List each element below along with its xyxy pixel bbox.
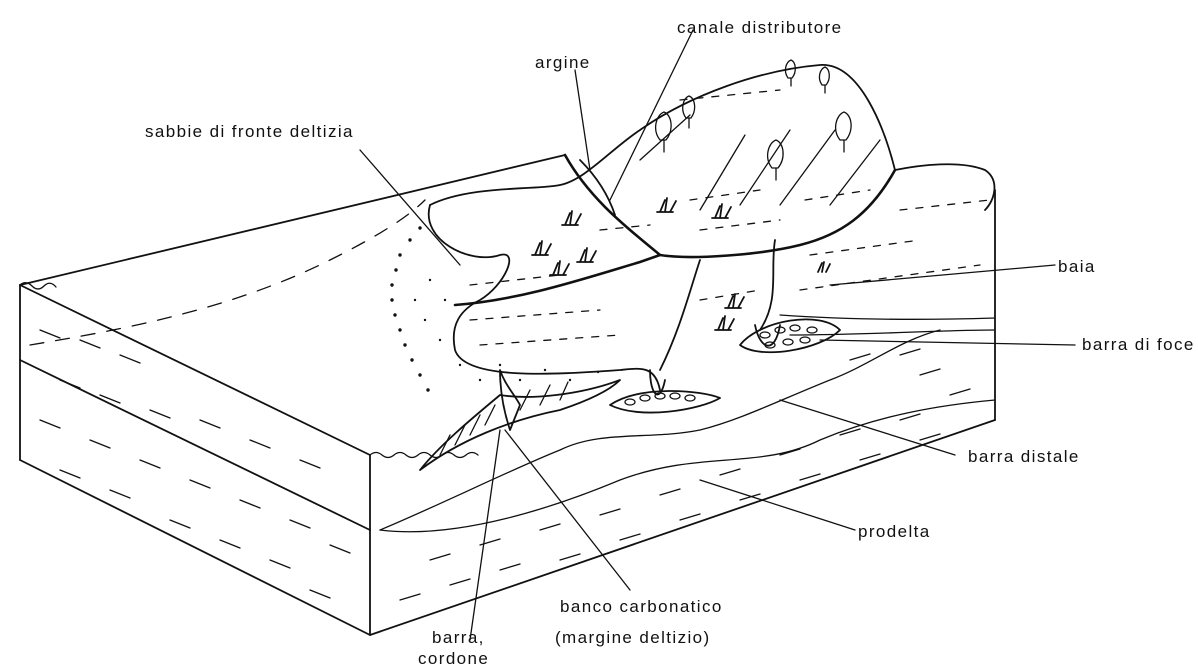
label-canale-distributore: canale distributore (677, 18, 843, 37)
label-barra-distale: barra distale (968, 447, 1080, 466)
block-outline (20, 155, 995, 635)
plain-dash-marks (470, 90, 990, 345)
label-baia: baia (1058, 257, 1096, 276)
labels: canale distributore argine sabbie di fro… (145, 18, 1195, 668)
delta-front-dots (390, 226, 599, 391)
shoreline-dashed (30, 200, 425, 345)
label-sabbie-fronte: sabbie di fronte deltizia (145, 122, 354, 141)
label-margine-deltizio: (margine deltizio) (555, 628, 711, 647)
front-face-layers (380, 315, 995, 532)
label-barra-di-foce: barra di foce (1082, 335, 1195, 354)
label-argine: argine (535, 53, 591, 72)
label-prodelta: prodelta (858, 522, 931, 541)
label-cordone: cordone (418, 649, 489, 668)
mud-dashes (40, 330, 970, 600)
delta-plain (429, 65, 995, 395)
leader-lines (360, 30, 1075, 640)
label-banco-carbonatico: banco carbonatico (560, 597, 723, 616)
levee-striations (640, 115, 880, 210)
label-barra: barra, (432, 628, 485, 647)
marsh-grass-symbols (532, 198, 830, 330)
